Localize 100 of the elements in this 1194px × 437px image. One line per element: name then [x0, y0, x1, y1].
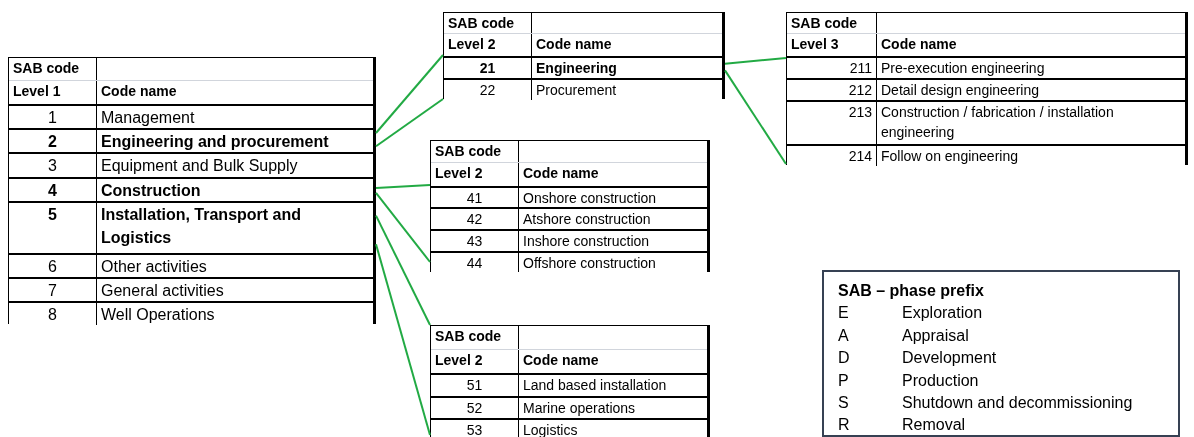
code-cell-text: 4: [47, 181, 58, 201]
header-cell: SAB code: [444, 13, 532, 33]
phase-name: Removal: [902, 415, 967, 436]
header-cell-text: Code name: [100, 82, 178, 101]
code-cell-text: 213: [847, 103, 873, 122]
connector-line: [724, 69, 787, 165]
table-row: [9, 201, 373, 253]
name-cell-text: Onshore construction: [522, 189, 658, 207]
connector-line: [375, 54, 444, 134]
connector-line: [375, 214, 431, 326]
code-cell-text: 5: [47, 205, 58, 225]
table-row: [431, 186, 707, 207]
name-cell-text: Other activities: [100, 257, 208, 277]
name-cell-text: Construction: [100, 181, 202, 201]
table-row: [787, 78, 1185, 100]
phase-name: Shutdown and decommissioning: [902, 392, 1134, 413]
table-row: [9, 253, 373, 277]
table-row: [787, 100, 1185, 144]
legend-box: [822, 270, 1180, 437]
code-cell-text: 22: [478, 81, 497, 100]
code-cell-text: 2: [47, 132, 58, 152]
name-cell-text: Installation, Transport and Logistics: [100, 205, 303, 249]
table-row: [431, 396, 707, 418]
header-cell: SAB code: [787, 13, 877, 33]
name-cell-text: Management: [100, 108, 196, 128]
name-cell-text: Procurement: [535, 81, 618, 100]
code-cell-text: 21: [478, 59, 497, 78]
phase-name: Development: [902, 348, 998, 369]
code-cell-text: 6: [47, 257, 58, 277]
code-cell-text: 43: [465, 232, 484, 251]
header-cell-text: Code name: [522, 351, 600, 370]
table-row: [9, 301, 373, 325]
code-cell-text: 212: [847, 81, 873, 100]
code-cell-text: 1: [47, 108, 58, 128]
name-cell-text: Marine operations: [522, 399, 637, 418]
name-cell-text: Engineering and procurement: [100, 132, 330, 152]
code-table: [430, 325, 710, 437]
table-row: [431, 418, 707, 437]
connector-line: [724, 57, 787, 65]
phase-name: Exploration: [902, 303, 984, 324]
name-cell-text: Follow on engineering: [880, 147, 1019, 166]
name-cell-text: Well Operations: [100, 305, 216, 325]
connector-line: [375, 98, 444, 148]
name-cell-text: Land based installation: [522, 376, 668, 395]
code-cell-text: 3: [47, 156, 58, 176]
name-cell-text: Equipment and Bulk Supply: [100, 156, 299, 176]
table-row: [9, 104, 373, 128]
table-row: [431, 229, 707, 251]
name-cell-text: General activities: [100, 281, 225, 301]
prefix-letter: E: [838, 303, 850, 324]
header-cell: SAB code: [431, 326, 519, 349]
prefix-letter: D: [838, 348, 851, 369]
connector-line: [375, 191, 431, 263]
code-cell-text: 8: [47, 305, 58, 325]
code-cell-text: 52: [465, 399, 484, 418]
prefix-letter: S: [838, 392, 850, 413]
table-row: [9, 277, 373, 301]
code-cell-text: 7: [47, 281, 58, 301]
code-table: [430, 140, 710, 272]
code-table: [786, 12, 1188, 165]
table-row: [444, 78, 722, 100]
name-cell-text: Construction / fabrication / installation engineering: [880, 103, 1115, 143]
table-row: [9, 152, 373, 177]
prefix-letter: A: [838, 325, 850, 346]
code-cell-text: 211: [848, 59, 873, 78]
table-row: [787, 56, 1185, 78]
code-cell-text: 51: [465, 376, 484, 395]
table-row: [9, 177, 373, 201]
table-row: [787, 144, 1185, 166]
header-cell-text: Code name: [535, 35, 613, 54]
header-cell: SAB code: [9, 58, 97, 80]
code-table: [443, 12, 725, 99]
prefix-letter: R: [838, 415, 851, 436]
connector-line: [375, 184, 431, 189]
table-row: [431, 373, 707, 396]
name-cell-text: Pre-execution engineering: [880, 59, 1046, 78]
code-cell-text: 53: [465, 421, 484, 437]
code-cell-text: 44: [465, 254, 484, 272]
name-cell-text: Engineering: [535, 59, 618, 78]
table-row: [444, 56, 722, 78]
header-cell-text: Code name: [522, 164, 600, 183]
name-cell-text: Offshore construction: [522, 254, 657, 272]
table-row: [9, 128, 373, 152]
header-cell: SAB code: [431, 141, 519, 162]
header-cell-text: Code name: [880, 35, 958, 54]
table-row: [431, 251, 707, 272]
phase-name: Production: [902, 370, 980, 391]
prefix-letter: P: [838, 370, 850, 391]
legend-title: SAB – phase prefix: [838, 281, 985, 301]
connector-line: [375, 243, 431, 436]
table-row: [431, 207, 707, 229]
code-table: [8, 57, 376, 324]
code-cell-text: 42: [465, 210, 484, 229]
phase-name: Appraisal: [902, 325, 970, 346]
code-cell-text: 41: [465, 189, 484, 207]
name-cell-text: Logistics: [522, 421, 579, 437]
name-cell-text: Atshore construction: [522, 210, 652, 229]
code-cell-text: 214: [847, 147, 873, 166]
name-cell-text: Detail design engineering: [880, 81, 1040, 100]
name-cell-text: Inshore construction: [522, 232, 651, 251]
